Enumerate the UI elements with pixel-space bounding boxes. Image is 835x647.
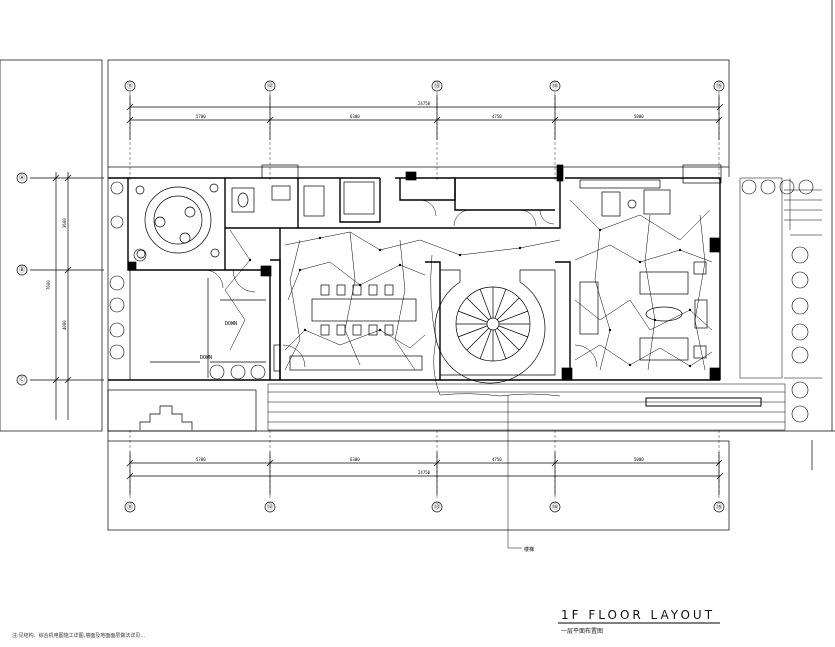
- left-dimension-chain: [30, 172, 104, 420]
- dim-seg-top-2: 6300: [350, 114, 360, 119]
- callout-leader: [507, 395, 522, 549]
- grid-label-bottom-4: ⑭: [552, 503, 558, 511]
- terrace-deck: [267, 177, 822, 431]
- grid-label-top-1: ⑪: [127, 82, 133, 90]
- lounge-round: [135, 183, 220, 259]
- grid-bubbles: [16, 80, 725, 513]
- down-label-2: DOWN: [225, 321, 237, 327]
- dining-table: [273, 284, 423, 372]
- dim-seg-bottom-2: 6300: [350, 457, 360, 462]
- spiral-stair: [434, 269, 556, 384]
- grid-label-top-4: ⑭: [552, 82, 558, 90]
- left-frame: [0, 59, 103, 432]
- light-fixtures: [248, 228, 692, 368]
- grid-label-top-5: ⑮: [716, 82, 722, 90]
- grid-label-left-1: Ⓐ: [19, 174, 25, 182]
- dim-seg-top-3: 4750: [492, 114, 502, 119]
- dim-seg-top-1: 5700: [196, 114, 206, 119]
- grid-lines: [129, 92, 720, 500]
- drawing-title: 1F FLOOR LAYOUT: [561, 608, 716, 622]
- exterior-steps: [107, 270, 266, 432]
- grid-label-bottom-2: ⑫: [267, 503, 273, 511]
- grid-label-top-3: ⑬: [434, 82, 440, 90]
- landscape-plants: [109, 179, 814, 423]
- living-room-furniture: [579, 179, 708, 361]
- dim-overall-bottom: 24750: [418, 470, 431, 475]
- bottom-dimension-frame: [107, 440, 730, 531]
- dim-left-seg-2: 4000: [62, 320, 67, 330]
- grid-label-bottom-3: ⑬: [434, 503, 440, 511]
- grid-label-bottom-1: ⑪: [127, 503, 133, 511]
- grid-label-bottom-5: ⑮: [716, 503, 722, 511]
- building-walls: [108, 177, 721, 381]
- top-dimension-frame: [107, 59, 730, 168]
- column-top-left: [261, 164, 299, 179]
- lighting-wiring: [224, 199, 713, 397]
- drawing-note: 注:见结构、综合机电图施工详图,墙面及地面面层做法详见…: [12, 633, 146, 639]
- dim-left-seg-1: 3600: [62, 218, 67, 228]
- bottom-dimension-chain: [126, 440, 813, 495]
- grid-label-left-3: Ⓒ: [19, 376, 25, 384]
- dim-seg-bottom-4: 5000: [634, 457, 644, 462]
- grid-label-top-2: ⑫: [267, 82, 273, 90]
- restroom: [231, 181, 375, 217]
- dim-seg-bottom-3: 4750: [492, 457, 502, 462]
- dim-overall-top: 24750: [418, 101, 431, 106]
- column-top-right: [682, 164, 722, 184]
- down-label-1: DOWN: [200, 355, 212, 361]
- dim-seg-bottom-1: 5700: [196, 457, 206, 462]
- grid-label-left-2: Ⓑ: [19, 266, 25, 274]
- doors: [204, 199, 598, 368]
- dim-left-overall: 7600: [46, 280, 51, 290]
- drawing-subtitle: 一层平面布置图: [561, 628, 604, 635]
- dim-seg-top-4: 5000: [634, 114, 644, 119]
- callout-label: 楼梯: [524, 546, 534, 553]
